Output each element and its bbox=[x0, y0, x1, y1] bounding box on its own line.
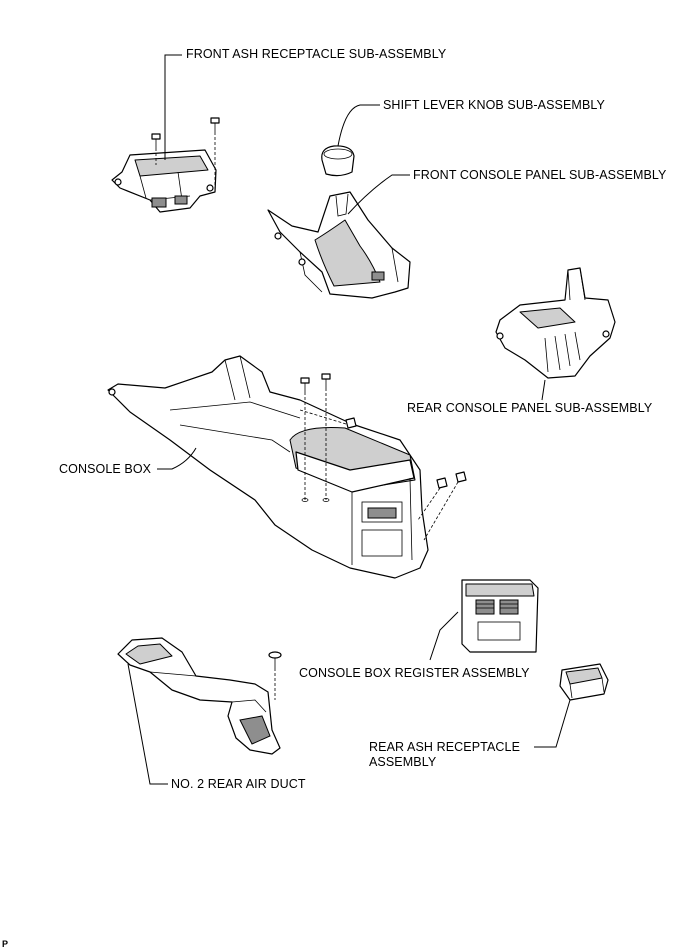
console-box-screws bbox=[299, 373, 467, 541]
rear-console-leader bbox=[541, 379, 546, 401]
console-box-part bbox=[107, 355, 429, 579]
console-box-label: CONSOLE BOX bbox=[59, 462, 152, 476]
rear-ash-receptacle-part bbox=[559, 663, 609, 701]
rear-console-panel-label: REAR CONSOLE PANEL SUB-ASSEMBLY bbox=[407, 401, 653, 415]
no2-rear-air-duct-part bbox=[117, 637, 281, 755]
front-console-panel-part bbox=[267, 191, 411, 299]
rear-ash-receptacle-label: REAR ASH RECEPTACLE ASSEMBLY bbox=[369, 740, 521, 769]
front-ash-receptacle-part bbox=[111, 149, 217, 213]
shift-knob-leader bbox=[337, 104, 380, 147]
register-leader bbox=[429, 611, 459, 661]
reference-code: P bbox=[2, 939, 9, 949]
front-console-panel-label: FRONT CONSOLE PANEL SUB-ASSEMBLY bbox=[413, 168, 667, 182]
no2-rear-air-duct-label: NO. 2 REAR AIR DUCT bbox=[171, 777, 306, 791]
rear-ash-leader bbox=[534, 699, 571, 748]
front-ash-screw-right bbox=[210, 117, 220, 190]
console-box-register-part bbox=[461, 579, 539, 653]
shift-lever-knob-label: SHIFT LEVER KNOB SUB-ASSEMBLY bbox=[383, 98, 605, 112]
air-duct-clip bbox=[268, 651, 282, 700]
front-ash-receptacle-label: FRONT ASH RECEPTACLE SUB-ASSEMBLY bbox=[186, 47, 447, 61]
console-box-register-label: CONSOLE BOX REGISTER ASSEMBLY bbox=[299, 666, 530, 680]
console-box-leader bbox=[157, 447, 197, 470]
front-console-leader bbox=[347, 174, 410, 215]
air-duct-leader bbox=[127, 663, 168, 785]
front-ash-screw-left bbox=[151, 133, 161, 165]
shift-lever-knob-part bbox=[321, 145, 355, 177]
front-ash-leader bbox=[164, 54, 182, 160]
rear-console-panel-part bbox=[495, 267, 616, 379]
